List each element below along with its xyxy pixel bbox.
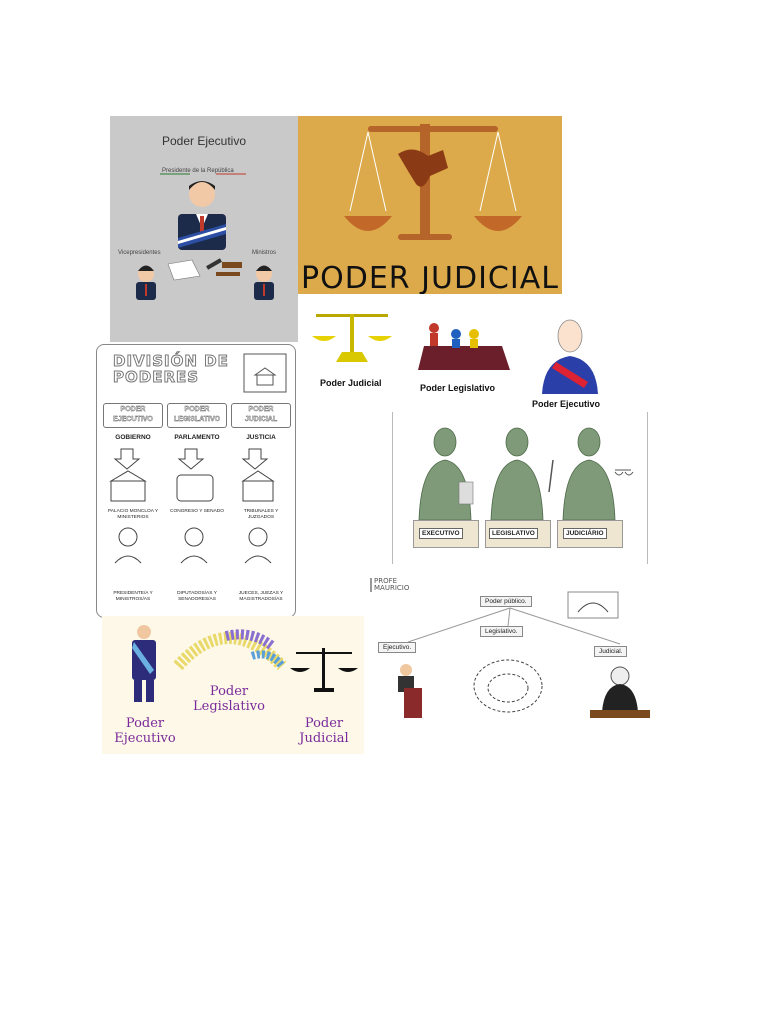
icons-row-illustration [312,314,598,394]
branch-ejecutivo: Ejecutivo. [378,642,417,653]
colorful-judicial-label: Poder Judicial [299,716,349,746]
poster-sub: GOBIERNO [115,434,151,441]
president-label: Presidente de la República [162,168,234,174]
poster-people-caption: DIPUTADOS/AS Y SENADORES/AS [177,591,217,602]
poster-heading-line1: DIVISIÓN DE [113,352,229,370]
poster-box: PODER JUDICIAL [231,403,291,428]
plaque-executivo: EXECUTIVO [419,528,463,539]
map-building-icon [243,353,287,393]
three-powers-colorful: Poder Ejecutivo Poder Legislativo Poder … [102,616,364,754]
statues-panel: EXECUTIVO LEGISLATIVO JUDICIÁRIO [392,412,648,564]
poster-heading: DIVISIÓN DE PODERES [113,352,229,386]
poster-illustrations [109,448,275,564]
ejecutivo-card-title: Poder Ejecutivo [161,134,247,148]
plaque-judiciario: JUDICIÁRIO [563,528,607,539]
colorful-legislativo-label: Poder Legislativo [193,684,265,714]
poder-publico-diagram: PROFE MAURICIO Poder público. Ejecutivo.… [368,576,658,724]
branch-legislativo: Legislativo. [480,626,523,637]
poster-sub: JUSTICIA [246,434,276,441]
poster-people-caption: PRESIDENTE/A Y MINISTROS/AS [113,591,153,602]
ejecutivo-illustration [136,173,274,300]
ejecutivo-card: Poder Ejecutivo Presidente de la Repúbli… [110,116,298,342]
statues-illustration [418,427,634,521]
colorful-ejecutivo-label: Poder Ejecutivo [114,716,176,746]
poster-sub: PARLAMENTO [174,434,220,441]
scales-of-justice-icon [344,124,522,240]
poster-heading-line2: PODERES [113,368,200,386]
poder-publico-root: Poder público. [480,596,532,607]
poster-column-ejecutivo: PODER EJECUTIVO GOBIERNO [103,403,163,441]
poster-column-judicial: PODER JUDICIAL JUSTICIA [231,403,291,441]
poster-column-legislativo: PODER LEGISLATIVO PARLAMENTO [167,403,227,441]
icons-label-ejecutivo: Poder Ejecutivo [532,399,601,409]
judicial-banner-title: PODER JUDICIAL [301,261,559,294]
judicial-banner: PODER JUDICIAL [298,116,562,294]
three-powers-illustration [132,625,358,702]
plaque-legislativo: LEGISLATIVO [489,528,538,539]
icons-label-legislativo: Poder Legislativo [420,383,496,393]
branch-judicial: Judicial. [594,646,628,657]
poster-building-caption: TRIBUNALES Y JUZGADOS [243,509,279,520]
poder-publico-lines [398,591,650,718]
poster-people-caption: JUECES, JUEZAS Y MAGISTRADOS/AS [238,591,284,602]
poster-box: PODER EJECUTIVO [103,403,163,428]
poster-box: PODER LEGISLATIVO [167,403,227,428]
ministers-label: Ministros [252,250,277,256]
vice-label: Vicepresidentes [118,250,161,256]
poster-building-caption: CONGRESO Y SENADO [170,509,224,514]
poster-building-caption: PALACIO MONCLOA Y MINISTERIOS [107,509,159,520]
division-poster: DIVISIÓN DE PODERES PODER EJECUTIVO GOBI… [96,344,296,618]
icons-label-judicial: Poder Judicial [320,378,382,388]
brand-logo: PROFE MAURICIO [370,578,422,592]
